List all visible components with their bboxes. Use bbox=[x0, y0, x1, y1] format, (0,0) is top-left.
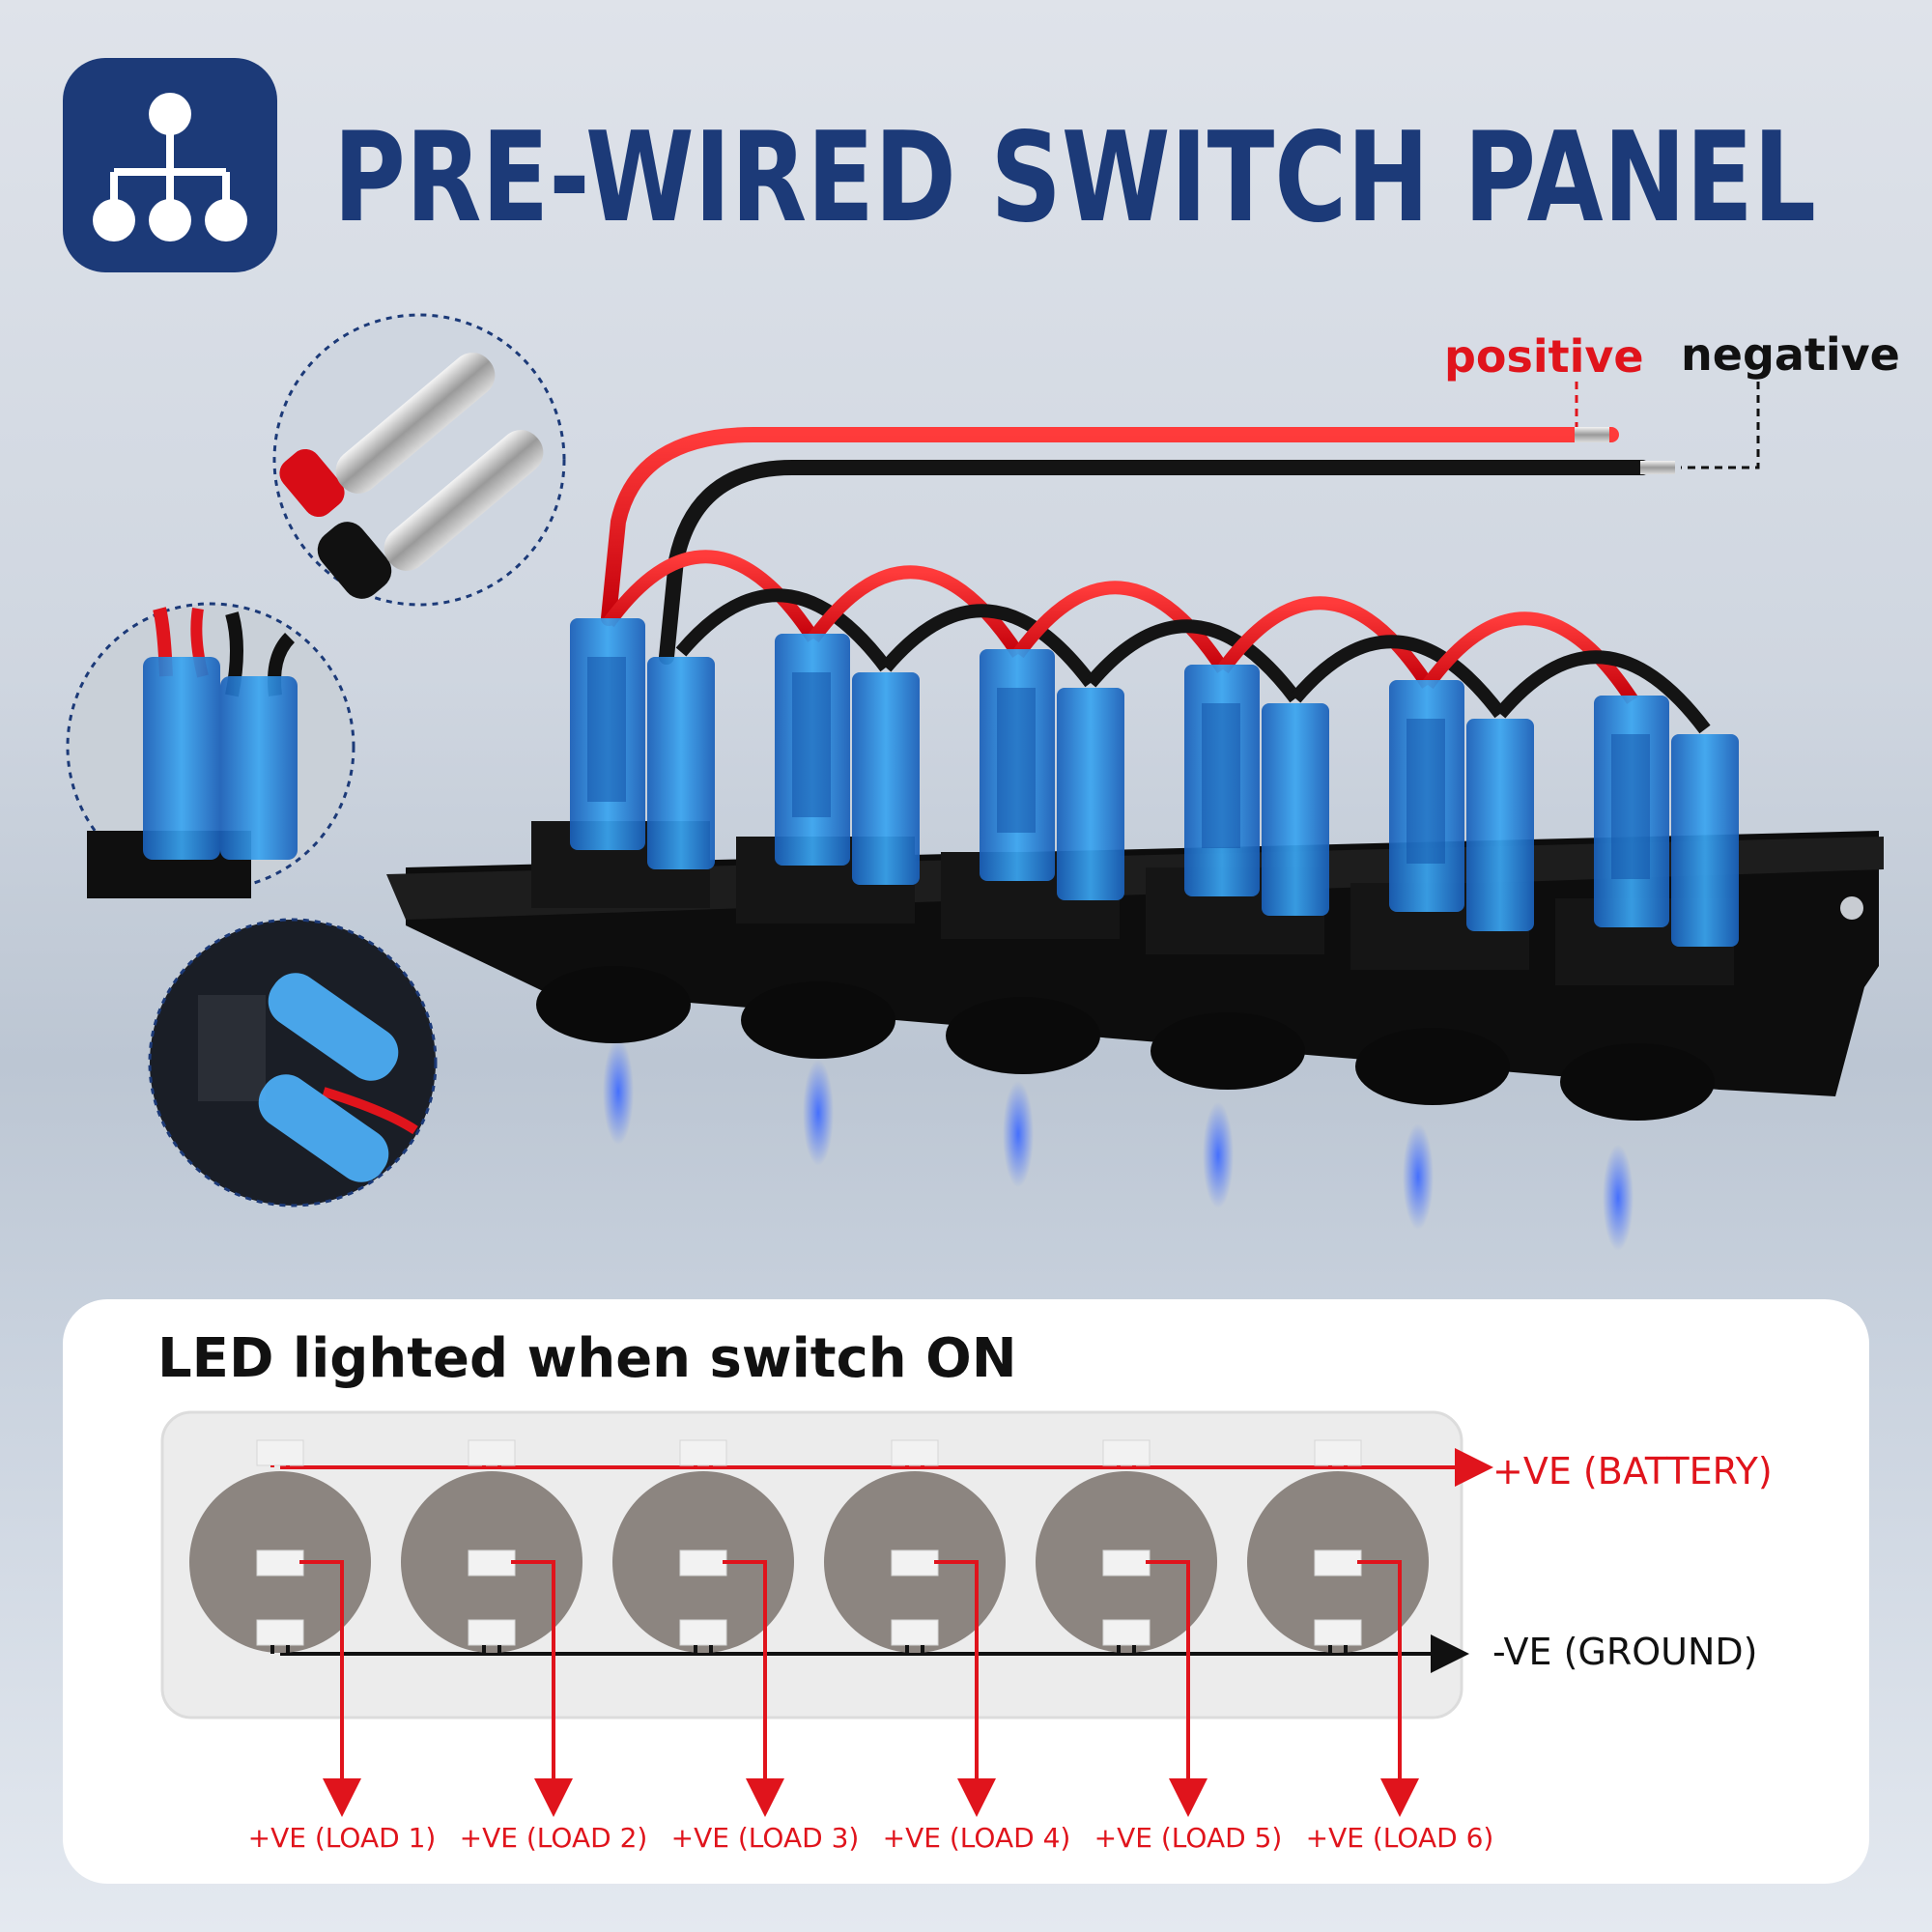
pin-bottom bbox=[468, 1619, 516, 1646]
negative-feed-wire bbox=[659, 460, 1650, 665]
terminal-negative bbox=[1057, 688, 1124, 900]
network-icon bbox=[63, 58, 277, 272]
jumper-black-wire bbox=[1085, 619, 1301, 703]
terminal-negative bbox=[647, 657, 715, 869]
pin-mid bbox=[1314, 1549, 1362, 1577]
switch-row bbox=[531, 618, 1739, 1121]
jumper-black-wire bbox=[675, 588, 892, 672]
switch-cap bbox=[1355, 1028, 1510, 1105]
battery-label: +VE (BATTERY) bbox=[1492, 1450, 1773, 1492]
negative-label: negative bbox=[1681, 328, 1900, 381]
jumper-red-wire bbox=[1217, 596, 1434, 689]
led-glow bbox=[803, 1060, 834, 1166]
wiring-diagram-card: LED lighted when switch ON +VE (BATTERY)… bbox=[63, 1299, 1869, 1884]
diagram-switch-5 bbox=[1036, 1439, 1217, 1817]
terminal-negative bbox=[852, 672, 920, 885]
switch-3 bbox=[941, 649, 1124, 1074]
led-glow bbox=[1003, 1081, 1034, 1187]
led-glow bbox=[1203, 1102, 1234, 1208]
load-arrow bbox=[934, 1560, 996, 1817]
jumper-red-wire bbox=[1422, 611, 1638, 704]
diagram-heading: LED lighted when switch ON bbox=[157, 1327, 1017, 1390]
switch-1 bbox=[531, 618, 715, 1043]
pin-mid bbox=[256, 1549, 304, 1577]
led-glow bbox=[603, 1038, 634, 1145]
diagram-switch-4 bbox=[824, 1439, 1006, 1817]
pin-bottom bbox=[256, 1619, 304, 1646]
terminal-crimp bbox=[997, 688, 1036, 833]
negative-wire-tip bbox=[1640, 461, 1675, 474]
load-arrow bbox=[1357, 1560, 1419, 1817]
load-arrow bbox=[511, 1560, 573, 1817]
led-glow bbox=[1403, 1123, 1434, 1230]
load-label-5: +VE (LOAD 5) bbox=[1094, 1822, 1283, 1854]
load-arrow bbox=[299, 1560, 361, 1817]
callout-terminals bbox=[66, 602, 355, 898]
led-glow bbox=[1603, 1145, 1634, 1251]
switch-2 bbox=[736, 634, 920, 1059]
diagram-switch-2 bbox=[401, 1439, 582, 1817]
load-label-1: +VE (LOAD 1) bbox=[248, 1822, 437, 1854]
terminal-negative bbox=[1466, 719, 1534, 931]
pin-bottom bbox=[1102, 1619, 1151, 1646]
pin-mid bbox=[468, 1549, 516, 1577]
jumper-black-wire bbox=[1494, 650, 1711, 734]
terminal-crimp bbox=[587, 657, 626, 802]
ground-label: -VE (GROUND) bbox=[1492, 1631, 1757, 1673]
pin-bottom bbox=[679, 1619, 727, 1646]
pin-mid bbox=[1102, 1549, 1151, 1577]
switch-6 bbox=[1555, 696, 1739, 1121]
jumper-red-wire bbox=[1012, 581, 1229, 673]
pin-top bbox=[1102, 1439, 1151, 1466]
positive-label: positive bbox=[1444, 330, 1644, 383]
pin-top bbox=[1314, 1439, 1362, 1466]
terminal-crimp bbox=[1406, 719, 1445, 864]
positive-wire-tip bbox=[1575, 427, 1609, 442]
switch-cap bbox=[946, 997, 1100, 1074]
jumper-wires bbox=[603, 550, 1711, 734]
page-title: PRE-WIRED SWITCH PANEL bbox=[333, 106, 1816, 250]
switch-cap bbox=[741, 981, 895, 1059]
terminal-crimp bbox=[792, 672, 831, 817]
diagram-switch-1 bbox=[189, 1439, 371, 1817]
callout-connector bbox=[148, 918, 438, 1208]
pin-top bbox=[679, 1439, 727, 1466]
diagram-switch-6 bbox=[1247, 1439, 1429, 1817]
switch-cap bbox=[1560, 1043, 1715, 1121]
jumper-black-wire bbox=[880, 604, 1096, 688]
switch-4 bbox=[1146, 665, 1329, 1090]
load-label-2: +VE (LOAD 2) bbox=[460, 1822, 648, 1854]
callout-pins bbox=[272, 313, 566, 607]
jumper-red-wire bbox=[808, 565, 1024, 658]
load-label-6: +VE (LOAD 6) bbox=[1306, 1822, 1494, 1854]
pin-top bbox=[256, 1439, 304, 1466]
pin-bottom bbox=[1314, 1619, 1362, 1646]
switch-cap bbox=[536, 966, 691, 1043]
jumper-black-wire bbox=[1290, 635, 1506, 719]
switch-5 bbox=[1350, 680, 1534, 1105]
pin-top bbox=[468, 1439, 516, 1466]
negative-leader-line bbox=[1681, 382, 1760, 469]
load-labels: +VE (LOAD 1) +VE (LOAD 2) +VE (LOAD 3) +VE … bbox=[248, 1822, 1494, 1854]
pin-bottom bbox=[891, 1619, 939, 1646]
pin-mid bbox=[891, 1549, 939, 1577]
diagram-switch-3 bbox=[612, 1439, 794, 1817]
terminal-crimp bbox=[1202, 703, 1240, 848]
jumper-red-wire bbox=[603, 550, 819, 642]
pin-top bbox=[891, 1439, 939, 1466]
positive-feed-wire bbox=[601, 427, 1619, 626]
led-reflections bbox=[603, 1038, 1634, 1251]
wiring-diagram bbox=[189, 1439, 1493, 1817]
load-label-3: +VE (LOAD 3) bbox=[671, 1822, 860, 1854]
terminal-crimp bbox=[1611, 734, 1650, 879]
switch-cap bbox=[1151, 1012, 1305, 1090]
terminal-negative bbox=[1671, 734, 1739, 947]
load-label-4: +VE (LOAD 4) bbox=[883, 1822, 1071, 1854]
load-arrow bbox=[723, 1560, 784, 1817]
terminal-negative bbox=[1262, 703, 1329, 916]
pin-mid bbox=[679, 1549, 727, 1577]
load-arrow bbox=[1146, 1560, 1208, 1817]
